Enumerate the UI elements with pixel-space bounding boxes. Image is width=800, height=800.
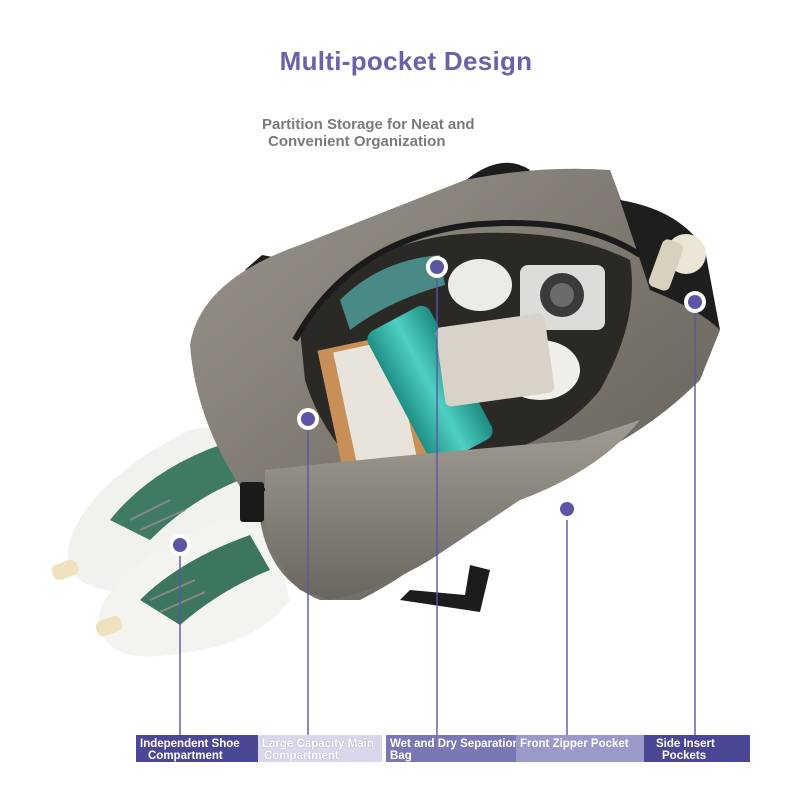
callout-label-side-insert-pockets: Side Insert Pockets (644, 735, 750, 762)
headphones (448, 259, 512, 311)
callout-markers (169, 256, 706, 556)
callout-label-front-zipper-pocket: Front Zipper Pocket (516, 735, 646, 762)
callout-label-line-1: Front Zipper Pocket (520, 738, 629, 750)
callout-label-line-1: Wet and Dry Separation (390, 738, 518, 750)
water-bottle (367, 305, 493, 465)
bag-strap-bottom (400, 565, 490, 612)
zipper-pull (240, 482, 264, 522)
callout-label-main-compartment: Large Capacity Main Compartment (258, 735, 382, 762)
green-pouch (340, 255, 445, 330)
callout-label-line-2: Pockets (662, 750, 707, 762)
callout-label-line-1: Independent Shoe (140, 738, 240, 750)
callout-label-wet-dry-bag: Wet and Dry Separation Bag (386, 735, 518, 762)
zipper (292, 220, 642, 342)
bag-front-panel (265, 420, 640, 600)
subtitle-line-2: Convenient Organization (268, 133, 446, 150)
callout-label-line-1: Large Capacity Main (262, 738, 374, 750)
page-subtitle: Partition Storage for Neat and Convenien… (262, 116, 562, 150)
callout-label-line-2: Bag (390, 750, 412, 762)
page-title: Multi-pocket Design (279, 46, 533, 76)
subtitle-line-1: Partition Storage for Neat and (262, 116, 475, 133)
callout-label-line-2: Compartment (148, 750, 223, 762)
callout-label-shoe-compartment: Independent Shoe Compartment (136, 735, 258, 762)
callout-label-line-2: Compartment (264, 750, 339, 762)
shoes (51, 427, 290, 657)
callout-label-line-1: Side Insert (656, 738, 715, 750)
